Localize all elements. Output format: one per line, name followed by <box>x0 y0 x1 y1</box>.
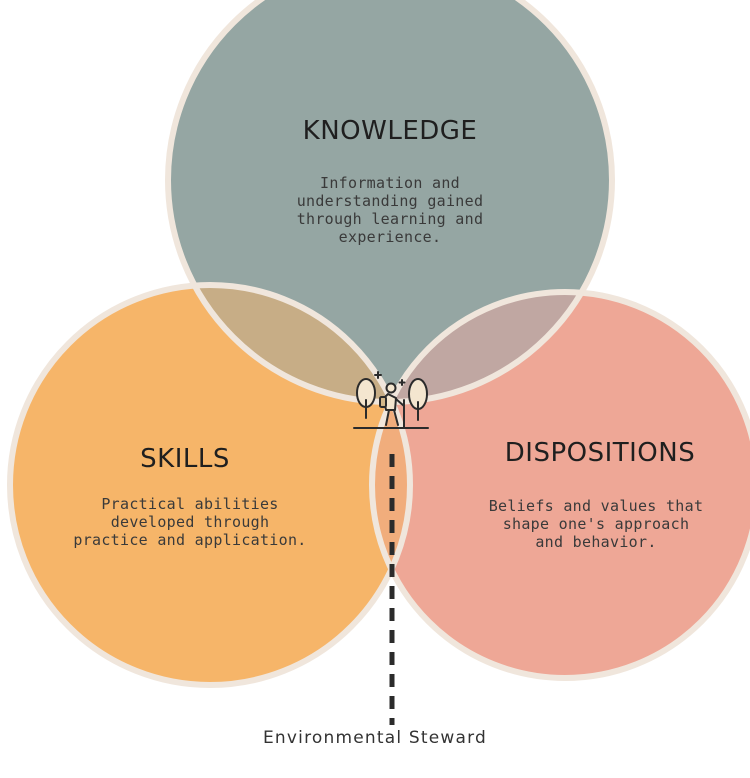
knowledge-desc-line: experience. <box>338 228 442 246</box>
knowledge-description: Information and understanding gained thr… <box>240 174 540 246</box>
skills-title: SKILLS <box>140 444 230 474</box>
knowledge-desc-line: understanding gained <box>296 192 484 210</box>
skills-desc-line: developed through <box>110 513 270 531</box>
dispositions-description: Beliefs and values that shape one's appr… <box>458 497 734 551</box>
dispositions-title: DISPOSITIONS <box>504 438 696 468</box>
caption: Environmental Steward <box>262 728 487 748</box>
knowledge-title: KNOWLEDGE <box>302 116 478 146</box>
skills-outline <box>7 282 413 688</box>
dispositions-desc-line: and behavior. <box>535 533 657 551</box>
skills-desc-line: Practical abilities <box>101 495 279 513</box>
skills-description: Practical abilities developed through pr… <box>60 495 320 549</box>
skills-desc-line: practice and application. <box>73 531 307 549</box>
dispositions-desc-line: Beliefs and values that <box>488 497 704 515</box>
dispositions-outline <box>369 289 750 681</box>
hiker-in-nature-icon <box>353 371 429 429</box>
knowledge-desc-line: through learning and <box>296 210 484 228</box>
dispositions-desc-line: shape one's approach <box>502 515 690 533</box>
knowledge-desc-line: Information and <box>320 174 460 192</box>
